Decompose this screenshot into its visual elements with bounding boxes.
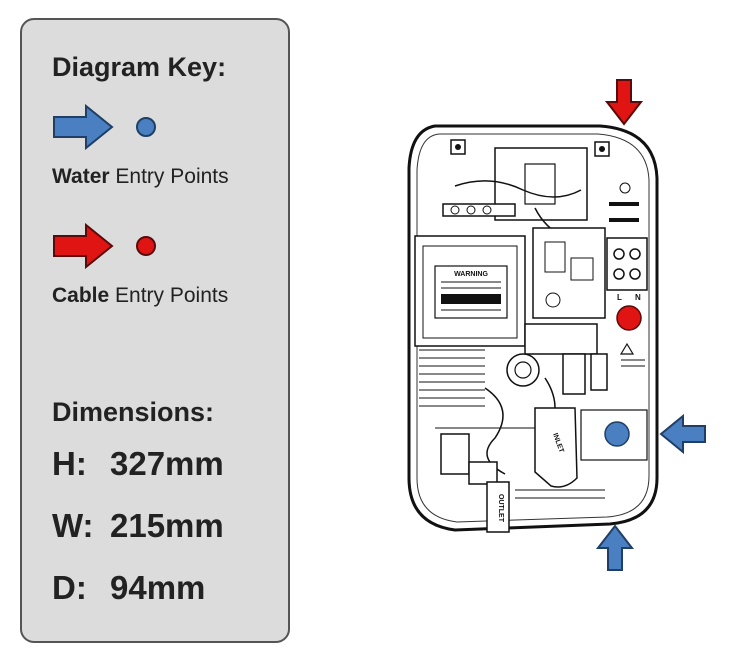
- water-arrow-icon: [53, 104, 114, 150]
- terminal-l-label: L: [617, 293, 622, 302]
- dimensions-title: Dimensions:: [52, 397, 215, 427]
- diagram-key-title: Diagram Key:: [52, 52, 227, 82]
- water-dot-icon: [136, 117, 156, 137]
- dimension-width: W:215mm: [52, 507, 224, 544]
- cable-key-caption: Cable Entry Points: [52, 284, 229, 307]
- water-key-caption: Water Entry Points: [52, 165, 229, 188]
- water-entry-point: [604, 421, 630, 447]
- cable-key-symbol: [52, 223, 162, 269]
- dimension-depth: D:94mm: [52, 569, 206, 606]
- water-entry-arrow-right: [659, 413, 706, 455]
- water-key-symbol: [52, 104, 162, 150]
- water-entry-arrow-bottom: [595, 524, 635, 571]
- warning-label: WARNING: [454, 271, 488, 278]
- cable-entry-point: [616, 305, 642, 331]
- shower-unit-diagram: WARNING L N INLET OUT: [407, 79, 706, 571]
- cable-entry-arrow-top: [604, 79, 644, 126]
- cable-arrow-icon: [53, 223, 114, 269]
- dimension-height: H:327mm: [52, 445, 224, 482]
- terminal-n-label: N: [635, 293, 641, 302]
- outlet-label: OUTLET: [497, 494, 504, 523]
- cable-dot-icon: [136, 236, 156, 256]
- diagram-key-panel: Diagram Key: Water Entry Points Cable En…: [20, 18, 290, 643]
